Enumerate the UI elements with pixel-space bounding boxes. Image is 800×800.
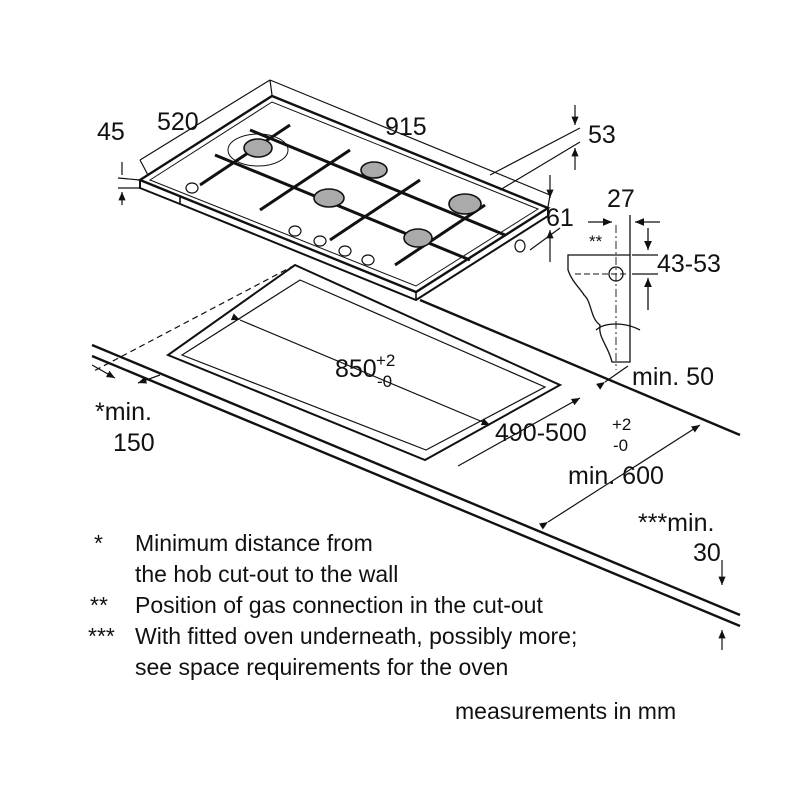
gas-height-label: 43-53: [657, 250, 721, 278]
min-wall-label: *min.: [95, 398, 152, 426]
min-rear-label: min. 50: [632, 363, 714, 391]
note-marker: *: [94, 530, 103, 556]
cutout-depth-tol-minus: -0: [613, 436, 629, 455]
note-text: With fitted oven underneath, possibly mo…: [135, 623, 578, 649]
note-text: Minimum distance from: [135, 530, 373, 556]
cutout-dimension-lines: [91, 313, 726, 650]
hob-width-label: 915: [385, 113, 427, 141]
burner: [403, 228, 433, 248]
hob-height-label: 45: [97, 118, 125, 146]
gas-marker: **: [589, 232, 603, 251]
gas-offset-label: 27: [607, 185, 635, 213]
cutout-depth-label: 490-500: [495, 419, 587, 447]
hob-depth-label: 520: [157, 108, 199, 136]
cutout-width-label: 850: [335, 355, 377, 383]
burner: [448, 193, 482, 215]
note-text: the hob cut-out to the wall: [135, 561, 399, 587]
min-wall-value: 150: [113, 429, 155, 457]
cutout-width-tol-plus: +2: [376, 351, 396, 370]
burner-wok: [227, 133, 289, 167]
cutout-width-tol-minus: -0: [377, 372, 393, 391]
burner: [313, 188, 345, 208]
note-text: Position of gas connection in the cut-ou…: [135, 592, 543, 618]
cutout-depth-tol-plus: +2: [612, 415, 632, 434]
note-text: see space requirements for the oven: [135, 654, 509, 680]
note-marker: **: [90, 592, 108, 618]
gas-connection-detail: [567, 215, 660, 370]
min-thickness-value: 30: [693, 539, 721, 567]
side-offset-label: 61: [546, 204, 574, 232]
units-note: measurements in mm: [455, 698, 677, 724]
hob-dimension-lines: [118, 79, 581, 262]
min-thickness-label: ***min.: [638, 509, 715, 537]
burner: [360, 161, 388, 179]
control-knobs: [185, 182, 526, 266]
rear-offset-label: 53: [588, 121, 616, 149]
note-marker: ***: [88, 623, 115, 649]
min-worktop-depth-label: min. 600: [568, 462, 664, 490]
hob: [137, 94, 551, 302]
